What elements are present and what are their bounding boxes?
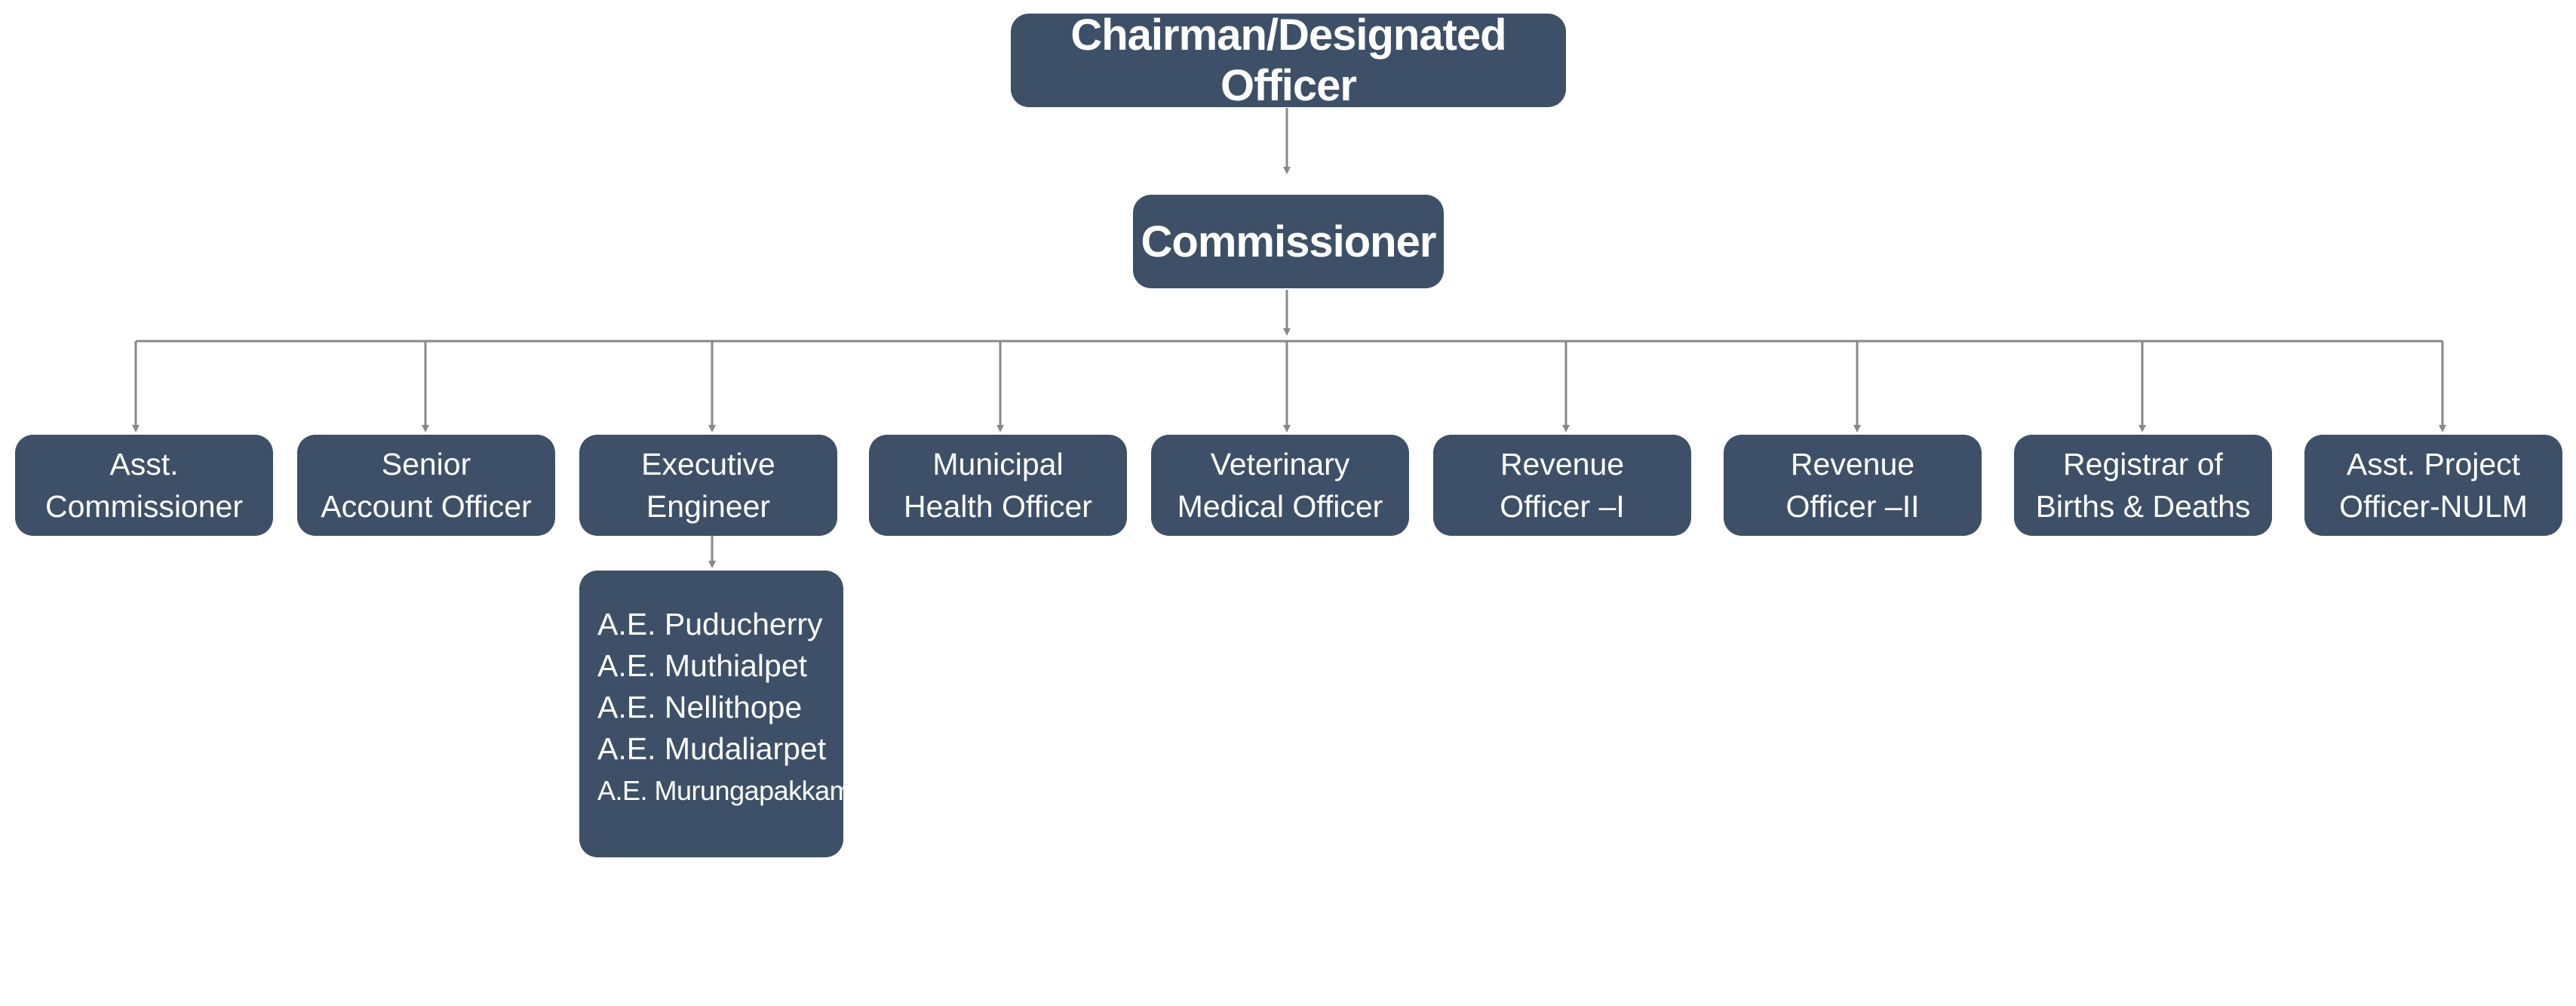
dept-node-asst-project-officer-nulm: Asst. Project Officer-NULM: [2304, 435, 2562, 536]
chairman-label: Chairman/Designated Officer: [1070, 11, 1506, 110]
dept-label: Municipal Health Officer: [904, 447, 1092, 524]
dept-node-revenue-officer-2: Revenue Officer –II: [1724, 435, 1982, 536]
ae-item-mudaliarpet: A.E. Mudaliarpet: [597, 731, 827, 766]
dept-label: Asst. Project Officer-NULM: [2339, 447, 2528, 524]
dept-label: Asst. Commissioner: [45, 447, 243, 524]
assistant-engineers-node: A.E. Puducherry A.E. Muthialpet A.E. Nel…: [579, 571, 852, 857]
dept-node-senior-account-officer: Senior Account Officer: [297, 435, 555, 536]
commissioner-node: Commissioner: [1133, 195, 1444, 288]
dept-label: Senior Account Officer: [321, 447, 532, 524]
dept-label: Registrar of Births & Deaths: [2035, 447, 2251, 524]
dept-node-executive-engineer: Executive Engineer: [579, 435, 837, 536]
dept-node-asst-commissioner: Asst. Commissioner: [15, 435, 273, 536]
dept-label: Revenue Officer –II: [1785, 447, 1920, 524]
ae-item-puducherry: A.E. Puducherry: [597, 607, 823, 641]
assistant-engineers-list: A.E. Puducherry A.E. Muthialpet A.E. Nel…: [597, 604, 852, 811]
dept-label: Revenue Officer –I: [1500, 447, 1625, 524]
dept-node-veterinary-medical-officer: Veterinary Medical Officer: [1151, 435, 1409, 536]
ae-item-muthialpet: A.E. Muthialpet: [597, 648, 808, 683]
commissioner-label: Commissioner: [1141, 217, 1437, 266]
ae-item-nellithope: A.E. Nellithope: [597, 690, 803, 725]
dept-node-registrar-births-deaths: Registrar of Births & Deaths: [2014, 435, 2272, 536]
ae-item-murungapakkam: A.E. Murungapakkam: [597, 775, 852, 806]
dept-label: Veterinary Medical Officer: [1177, 447, 1383, 524]
chairman-node: Chairman/Designated Officer: [1011, 11, 1566, 110]
dept-label: Executive Engineer: [641, 447, 775, 524]
dept-node-municipal-health-officer: Municipal Health Officer: [869, 435, 1127, 536]
dept-node-revenue-officer-1: Revenue Officer –I: [1433, 435, 1691, 536]
